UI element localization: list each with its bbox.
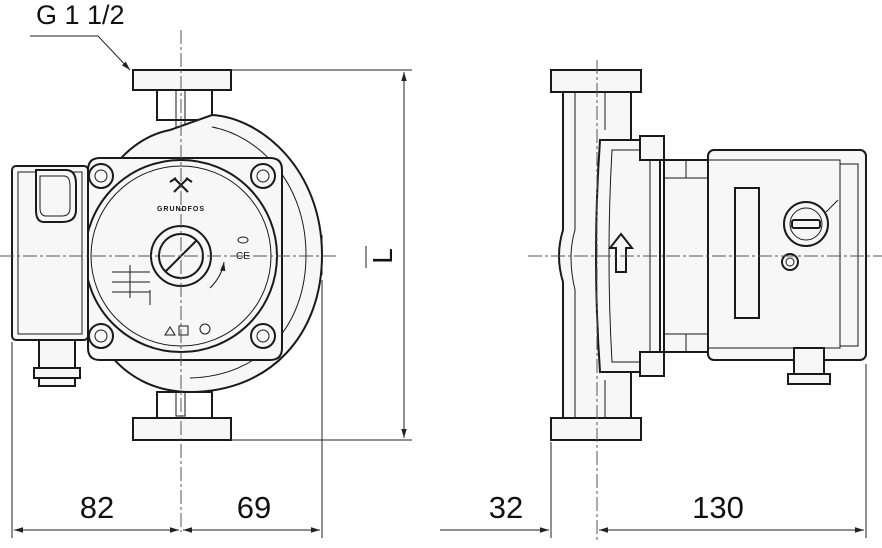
dim-side-b-label: 130 bbox=[692, 490, 744, 525]
side-top-flange bbox=[550, 69, 642, 93]
nameplate-window bbox=[734, 187, 760, 319]
side-cable-gland bbox=[787, 347, 831, 385]
mounting-screws bbox=[88, 163, 276, 349]
thread-label: G 1 1/2 bbox=[36, 0, 125, 30]
dim-side-a-label: 32 bbox=[489, 490, 523, 525]
top-flange bbox=[132, 69, 232, 91]
cable-gland bbox=[33, 339, 81, 387]
flow-arrow-icon bbox=[607, 232, 635, 273]
length-label: L bbox=[367, 248, 398, 264]
front-view: GRUNDFOS CE bbox=[0, 30, 338, 532]
dim-mid-label: 69 bbox=[237, 490, 271, 525]
certification-icons bbox=[164, 323, 211, 336]
dim-left-label: 82 bbox=[80, 490, 114, 525]
speed-selector-knob bbox=[783, 199, 839, 247]
bottom-dimensions-front: 82 69 bbox=[11, 280, 323, 538]
side-bottom-flange bbox=[550, 417, 642, 441]
bottom-dimensions-side: 32 130 bbox=[440, 364, 867, 538]
side-view bbox=[528, 60, 882, 540]
bottom-flange bbox=[132, 417, 232, 441]
speed-scale bbox=[112, 265, 151, 305]
